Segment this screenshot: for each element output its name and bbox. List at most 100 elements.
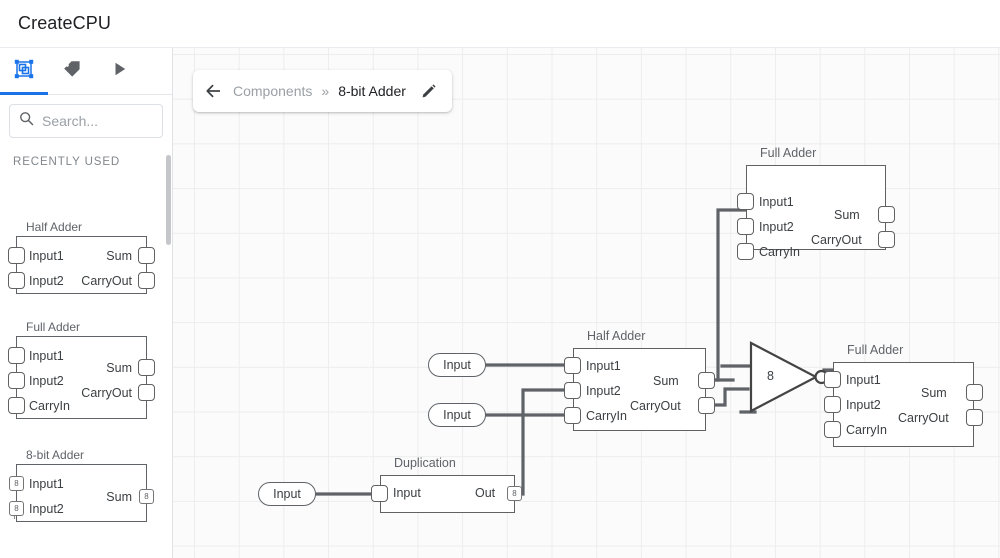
port-label-carryout: CarryOut xyxy=(630,399,681,413)
merge-triangle-icon[interactable] xyxy=(748,341,829,417)
active-tab-indicator xyxy=(0,92,48,95)
port-input2[interactable] xyxy=(564,382,581,399)
port-sum[interactable] xyxy=(698,372,715,389)
port-label-input1: Input1 xyxy=(586,359,621,373)
port-label-input2: Input2 xyxy=(759,220,794,234)
port-carryin[interactable] xyxy=(824,421,841,438)
palette-port-input[interactable] xyxy=(8,372,25,389)
node-title: Full Adder xyxy=(760,146,817,160)
palette-port-input[interactable]: 8 xyxy=(9,476,24,491)
palette-port-label: Sum xyxy=(106,361,132,375)
port-carryout[interactable] xyxy=(966,409,983,426)
port-label-input2: Input2 xyxy=(846,398,881,412)
palette-port-input[interactable] xyxy=(8,247,25,264)
palette-port-output[interactable] xyxy=(138,359,155,376)
palette-port-input[interactable] xyxy=(8,397,25,414)
section-recently-used: RECENTLY USED xyxy=(13,156,121,168)
port-label-sum: Sum xyxy=(653,374,679,388)
port-label-input: Input xyxy=(393,486,421,500)
input-pill-1[interactable]: Input xyxy=(428,353,486,377)
palette-item-title: 8-bit Adder xyxy=(26,448,85,462)
port-carryin[interactable] xyxy=(737,243,754,260)
palette-list: Half Adder Input1 Input2 Sum CarryOut Fu… xyxy=(0,172,172,522)
port-input2[interactable] xyxy=(737,218,754,235)
node-full-adder-right[interactable]: Full Adder Input1 Input2 CarryIn Sum Car… xyxy=(824,343,983,447)
palette-port-input[interactable] xyxy=(8,272,25,289)
palette-item-body: Input1 Input2 Sum CarryOut xyxy=(8,236,155,294)
port-input2[interactable] xyxy=(824,396,841,413)
node-body[interactable] xyxy=(833,362,974,447)
port-input1[interactable] xyxy=(824,371,841,388)
port-carryout[interactable] xyxy=(878,231,895,248)
schematic-canvas[interactable]: Components » 8-bit Adder Full Adder Inpu… xyxy=(173,48,1000,558)
component-group-icon xyxy=(13,58,35,85)
port-label-input1: Input1 xyxy=(759,195,794,209)
port-out[interactable]: 8 xyxy=(507,486,522,501)
port-input1[interactable] xyxy=(564,357,581,374)
search-placeholder: Search... xyxy=(42,113,99,129)
port-label-input2: Input2 xyxy=(586,384,621,398)
input-pill-3[interactable]: Input xyxy=(258,482,316,506)
sidebar-tabbar xyxy=(0,48,172,95)
port-label-carryout: CarryOut xyxy=(811,233,862,247)
node-bus-merge[interactable]: 8 xyxy=(748,341,829,413)
wire-halfadder-sum-to-topfulladder-input2 xyxy=(705,208,747,382)
breadcrumb-root[interactable]: Components xyxy=(233,83,313,99)
search-area: Search... xyxy=(0,95,172,138)
palette-port-label: Input2 xyxy=(29,374,64,388)
palette-port-label: Input1 xyxy=(29,349,64,363)
node-title: Full Adder xyxy=(847,343,904,357)
palette-port-output[interactable] xyxy=(138,247,155,264)
palette-port-label: Input1 xyxy=(29,249,64,263)
sidebar: Search... RECENTLY USED Half Adder Input… xyxy=(0,48,173,558)
port-label-carryin: CarryIn xyxy=(846,423,887,437)
palette-port-output[interactable] xyxy=(138,384,155,401)
node-title: Half Adder xyxy=(587,329,646,343)
port-input[interactable] xyxy=(371,485,388,502)
search-input[interactable]: Search... xyxy=(9,104,163,138)
palette-item-title: Half Adder xyxy=(26,220,83,234)
tab-components[interactable] xyxy=(0,48,48,95)
tab-labels[interactable] xyxy=(48,48,96,95)
palette-port-label: Input2 xyxy=(29,274,64,288)
search-icon xyxy=(19,111,34,131)
port-label-input1: Input1 xyxy=(846,373,881,387)
palette-port-label: CarryOut xyxy=(81,274,132,288)
port-label-carryout: CarryOut xyxy=(898,411,949,425)
port-label-carryin: CarryIn xyxy=(586,409,627,423)
palette-port-output[interactable] xyxy=(138,272,155,289)
palette-port-label: CarryIn xyxy=(29,399,70,413)
palette-port-label: CarryOut xyxy=(81,386,132,400)
merge-width-label: 8 xyxy=(767,369,774,383)
palette-item-8bit-adder[interactable]: 8-bit Adder 8 Input1 8 Input2 8 Sum xyxy=(9,448,154,522)
input-pill-2[interactable]: Input xyxy=(428,403,486,427)
wire-duplication-out-to-halfadder-input2 xyxy=(512,388,575,496)
node-half-adder-center[interactable]: Half Adder Input1 Input2 CarryIn Sum Car… xyxy=(564,329,715,431)
port-sum[interactable] xyxy=(878,206,895,223)
node-full-adder-top[interactable]: Full Adder Input1 Input2 CarryIn Sum Car… xyxy=(737,146,895,260)
port-carryin[interactable] xyxy=(564,407,581,424)
port-carryout[interactable] xyxy=(698,397,715,414)
breadcrumb-current: 8-bit Adder xyxy=(338,83,406,99)
sidebar-scrollbar[interactable] xyxy=(166,155,171,245)
breadcrumb-separator: » xyxy=(321,83,330,99)
node-duplication[interactable]: Duplication Input 8 Out xyxy=(371,456,522,513)
palette-port-label: Sum xyxy=(106,249,132,263)
palette-item-body: Input1 Input2 CarryIn Sum CarryOut xyxy=(8,336,155,419)
tab-run[interactable] xyxy=(96,48,144,95)
breadcrumb: Components » 8-bit Adder xyxy=(193,70,452,112)
port-input1[interactable] xyxy=(737,193,754,210)
palette-item-half-adder[interactable]: Half Adder Input1 Input2 Sum CarryOut xyxy=(8,220,155,294)
palette-item-full-adder[interactable]: Full Adder Input1 Input2 CarryIn Sum Car… xyxy=(8,320,155,419)
palette-item-body: 8 Input1 8 Input2 8 Sum xyxy=(9,464,154,522)
palette-port-input[interactable] xyxy=(8,347,25,364)
palette-port-input[interactable]: 8 xyxy=(9,501,24,516)
palette-item-title: Full Adder xyxy=(26,320,81,334)
pencil-icon[interactable] xyxy=(420,82,438,100)
node-body[interactable] xyxy=(573,348,706,431)
arrow-left-icon[interactable] xyxy=(204,81,224,101)
palette-port-output[interactable]: 8 xyxy=(139,489,154,504)
port-sum[interactable] xyxy=(966,384,983,401)
node-title: Duplication xyxy=(394,456,456,470)
palette-port-label: Input1 xyxy=(29,477,64,491)
